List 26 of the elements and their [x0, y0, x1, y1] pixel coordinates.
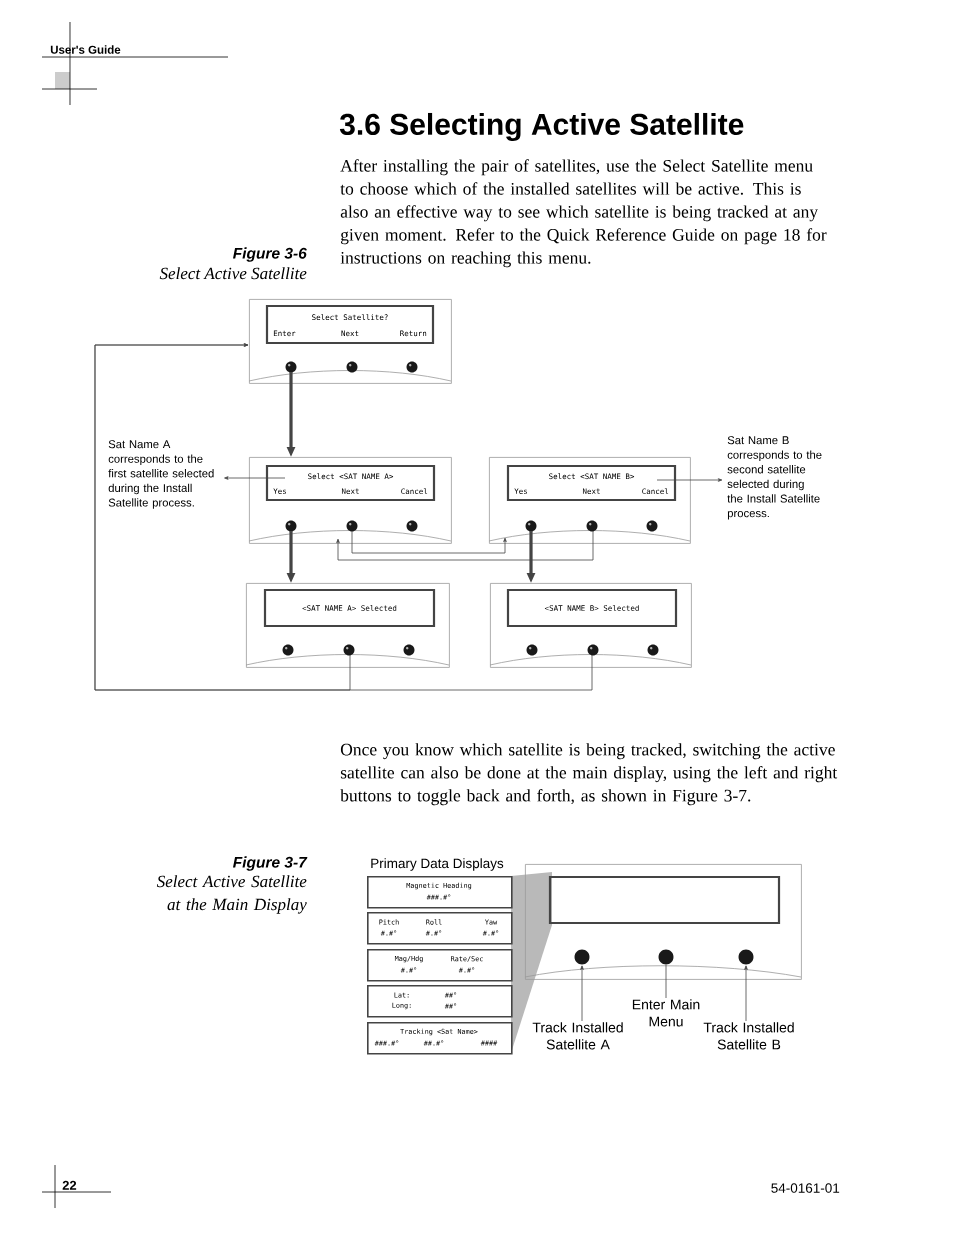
arrow — [744, 965, 748, 1022]
figure-number: Figure 3-6 — [233, 247, 307, 262]
button — [738, 949, 754, 965]
figure-caption: Select Active Satellite — [159, 267, 307, 280]
document-number: 54-0161-01 — [771, 1183, 840, 1193]
leader-line — [656, 478, 723, 482]
connector-line — [665, 964, 667, 999]
figure-caption: Select Active Satellite at the Main Display — [156, 875, 307, 914]
figure-number: Figure 3-7 — [233, 856, 308, 871]
arrow — [351, 530, 507, 554]
body-paragraph: After installing the pair of satellites, use the Select Satellite menu to choose which of the installed satellites will be active. This is also an effective way to see which satellite is being tracked at any given moment. Refer to the Quick Reference Guide on page 18 for instructions on reaching this menu. — [340, 159, 827, 268]
running-header: User's Guide — [50, 45, 121, 54]
button — [658, 949, 674, 965]
page-number: 22 — [62, 1180, 77, 1190]
arrow — [580, 965, 584, 1022]
callout-text: Sat Name B corresponds to the second satellite selected during the Install Satellite process. — [727, 436, 822, 520]
arrow — [336, 530, 594, 561]
callout-text: Sat Name A corresponds to the first satellite selected during the Install Satellite process. — [108, 440, 214, 509]
leader-line — [224, 476, 286, 480]
arrow — [94, 343, 593, 691]
button-label: Track Installed Satellite A — [532, 1022, 623, 1050]
button — [574, 949, 590, 965]
body-paragraph: Once you know which satellite is being tracked, switching the active satellite can also be done at the main display, using the left and right buttons to toggle back and forth, as shown in Figure 3-7. — [340, 743, 838, 806]
section-title: 3.6 Selecting Active Satellite — [339, 112, 744, 142]
button-label: Enter Main Menu — [632, 999, 700, 1027]
button-label: Track Installed Satellite B — [703, 1022, 794, 1050]
